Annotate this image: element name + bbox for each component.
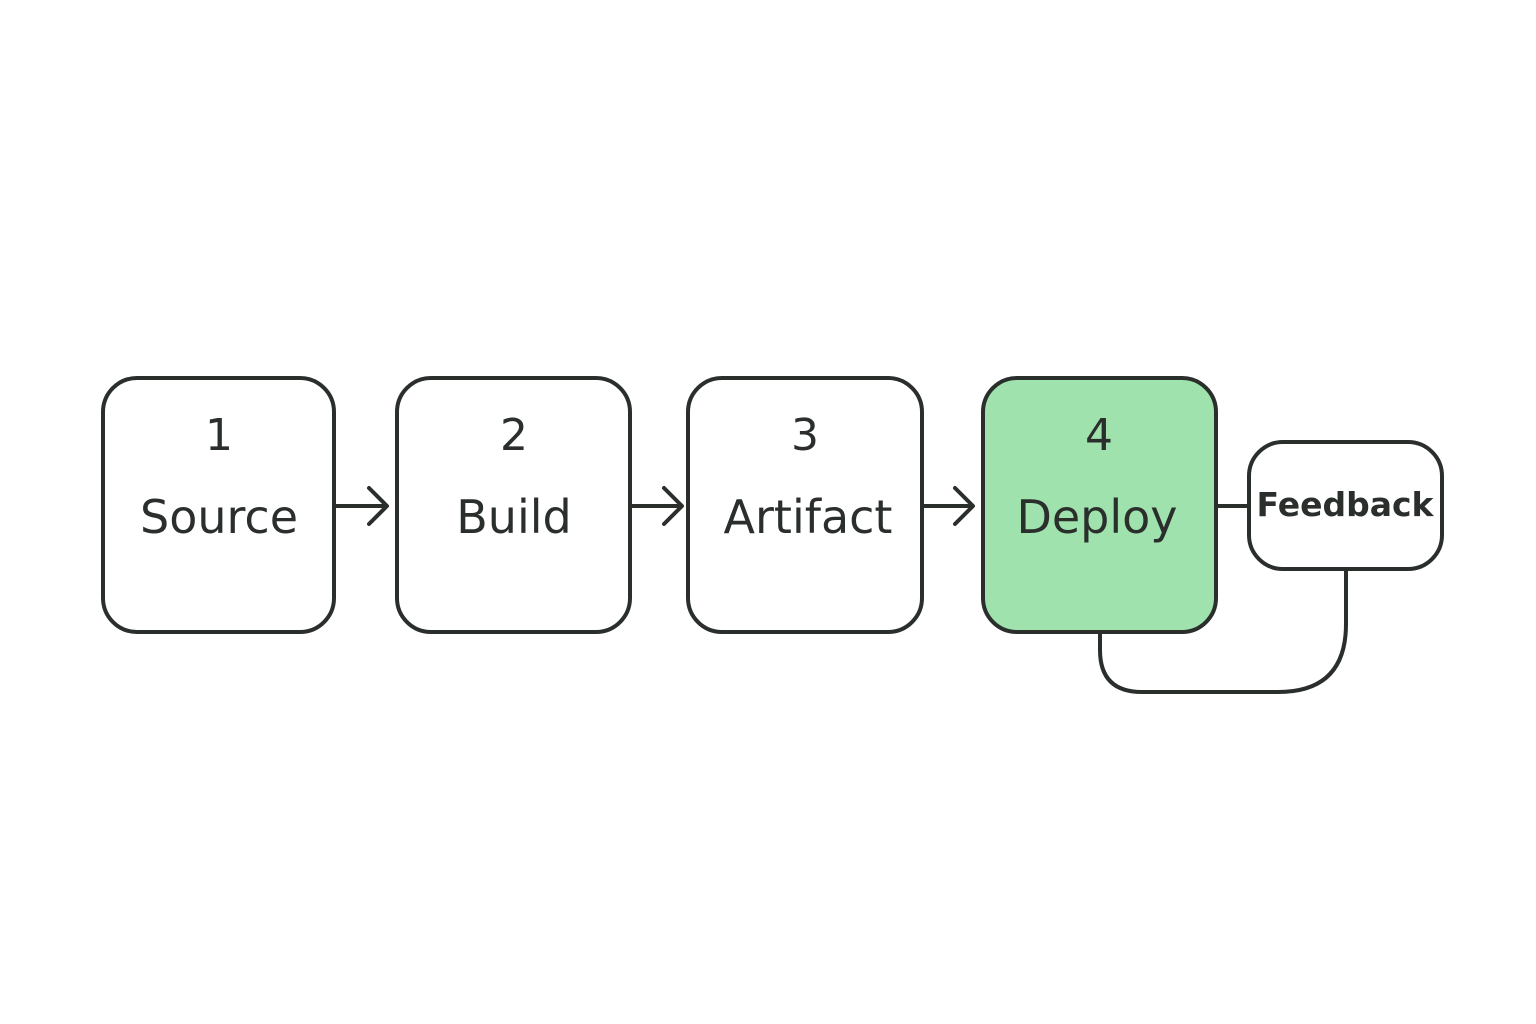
feedback-label: Feedback: [1257, 485, 1435, 524]
step-source-number: 1: [205, 410, 233, 461]
step-deploy-box: [981, 376, 1218, 634]
feedback-loop-connector: [1098, 567, 1348, 694]
arrow-build-to-artifact: [630, 486, 684, 526]
step-artifact-box: [686, 376, 924, 634]
step-build: 2 Build: [395, 376, 632, 634]
step-build-label: Build: [456, 490, 571, 544]
arrow-artifact-to-deploy: [922, 486, 975, 526]
step-deploy-number: 4: [1085, 410, 1113, 461]
step-deploy: 4 Deploy: [981, 376, 1218, 634]
arrow-source-to-build: [334, 486, 389, 526]
step-artifact-label: Artifact: [724, 490, 893, 544]
step-deploy-label: Deploy: [1016, 490, 1177, 544]
step-build-number: 2: [500, 410, 528, 461]
step-artifact: 3 Artifact: [686, 376, 924, 634]
step-build-box: [395, 376, 632, 634]
step-artifact-number: 3: [791, 410, 819, 461]
step-source-box: [101, 376, 336, 634]
feedback-box: [1247, 440, 1444, 571]
step-source: 1 Source: [101, 376, 336, 634]
step-source-label: Source: [140, 490, 298, 544]
feedback-node: Feedback: [1247, 440, 1444, 571]
